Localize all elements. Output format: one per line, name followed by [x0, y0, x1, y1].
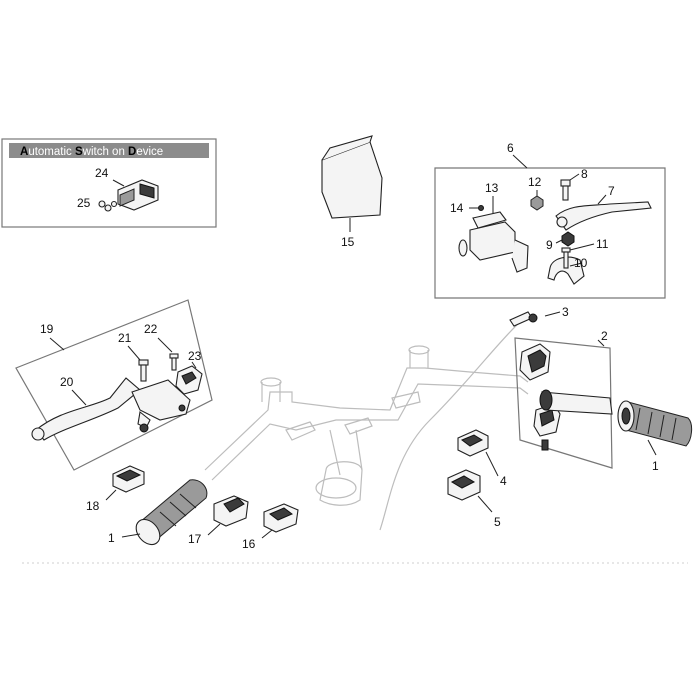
group-2-frame [514, 337, 613, 469]
callout-17: 17 [188, 532, 202, 546]
callout-11: 11 [596, 237, 609, 251]
callout-21: 21 [118, 331, 132, 345]
callout-12: 12 [528, 175, 542, 189]
group-6-frame [434, 167, 666, 299]
throttle-housing-group: 2 [514, 329, 613, 469]
inset-frame [1, 138, 217, 228]
part-1-right-grip: 1 [617, 400, 693, 473]
part-12-nut: 12 [528, 175, 544, 211]
callout-3: 3 [562, 305, 569, 319]
part-21-bolt: 21 [118, 331, 149, 382]
left-lever-group: 19 20 21 22 23 [15, 299, 213, 471]
part-7-brake-lever: 7 [555, 184, 652, 231]
callout-7: 7 [608, 184, 615, 198]
part-13-master-cylinder: 13 [458, 181, 529, 273]
inset-title: Automatic Switch on Device [20, 146, 163, 158]
callout-22: 22 [144, 322, 158, 336]
callout-15: 15 [341, 235, 355, 249]
callout-10: 10 [574, 256, 588, 270]
lever-bracket [131, 379, 191, 433]
callout-9: 9 [546, 238, 553, 252]
part-25-screws [98, 200, 118, 212]
callout-16: 16 [242, 537, 256, 551]
callout-1-right: 1 [652, 459, 659, 473]
callout-2: 2 [601, 329, 608, 343]
part-8-bolt: 8 [560, 167, 588, 201]
part-3-cable-end: 3 [509, 305, 569, 327]
part-9-nut: 9 [546, 231, 575, 252]
callout-23: 23 [188, 349, 202, 363]
callout-5: 5 [494, 515, 501, 529]
handlebar-ghost [204, 321, 529, 531]
group-19-frame [15, 299, 213, 471]
part-20-lever: 20 [31, 375, 141, 441]
callout-24: 24 [95, 166, 109, 180]
master-cylinder-group-box: 6 13 14 12 8 7 [434, 141, 666, 299]
callout-25: 25 [77, 196, 91, 210]
part-23-switch: 23 [175, 349, 203, 395]
inset-automatic-switch-box: Automatic Switch on Device 24 25 [1, 138, 217, 228]
part-14-screw: 14 [450, 201, 484, 215]
callout-4: 4 [500, 474, 507, 488]
part-22-screw: 22 [144, 322, 179, 371]
part-4-switch: 4 [457, 429, 507, 488]
part-17-switch: 17 [188, 495, 249, 546]
callout-20: 20 [60, 375, 74, 389]
callout-19: 19 [40, 322, 54, 336]
callout-6: 6 [507, 141, 514, 155]
part-18-switch: 18 [86, 465, 145, 513]
callout-13: 13 [485, 181, 499, 195]
callout-1-left: 1 [108, 531, 115, 545]
part-1-left-grip: 1 [108, 479, 208, 546]
part-15-booklet: 15 [321, 135, 383, 249]
callout-14: 14 [450, 201, 464, 215]
part-11-bolt: 11 [561, 237, 609, 269]
callout-18: 18 [86, 499, 100, 513]
callout-8: 8 [581, 167, 588, 181]
part-10-clamp: 10 [547, 256, 588, 285]
part-5-switch: 5 [447, 469, 501, 529]
part-16-switch: 16 [242, 503, 299, 551]
inset-title-bar [9, 143, 209, 158]
part-24-switch [117, 179, 159, 211]
